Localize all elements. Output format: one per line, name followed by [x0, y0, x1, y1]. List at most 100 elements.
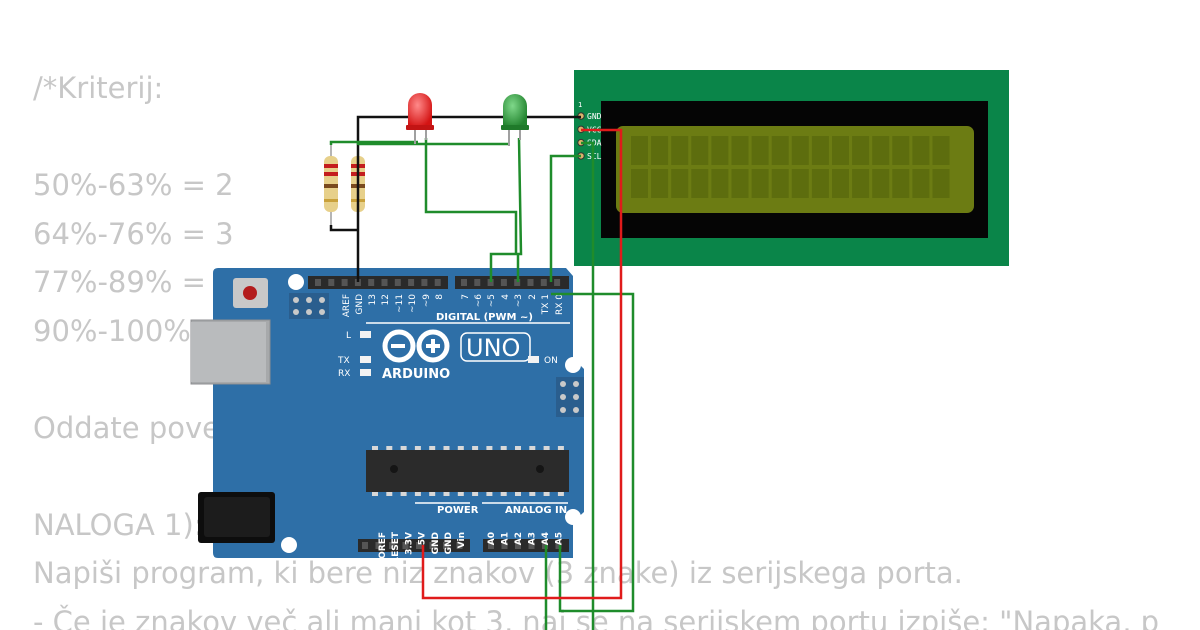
chip-pin [500, 446, 507, 450]
reset-button-icon [243, 286, 257, 300]
rx-led [360, 369, 371, 376]
chip-pin [543, 492, 550, 496]
on-led-label: ON [544, 356, 558, 366]
lcd-char-cell [892, 136, 910, 165]
chip-pin [400, 492, 407, 496]
lcd-char-cell [711, 136, 729, 165]
digital-header-label: DIGITAL (PWM ~) [436, 312, 533, 323]
digital-pin-header [308, 276, 569, 289]
header-pin [434, 279, 441, 286]
header-pin [394, 279, 401, 286]
lcd-char-cell [832, 136, 849, 165]
lcd-character-grid [631, 136, 950, 198]
digital-pin-label: TX 1 [541, 294, 551, 315]
chip-pin [472, 446, 479, 450]
chip-pin [386, 446, 393, 450]
green-led [501, 94, 529, 146]
chip-pin [414, 492, 421, 496]
chip-pin [372, 492, 378, 496]
lcd-char-cell [731, 169, 749, 198]
lcd-char-cell [932, 169, 950, 198]
wire-resistor2-led [356, 142, 509, 146]
l-led [360, 331, 371, 338]
header-pin [456, 542, 463, 549]
red-led [406, 93, 434, 144]
lcd-char-cell [671, 136, 689, 165]
analog-pin-label: A2 [514, 532, 524, 545]
header-pin [488, 542, 494, 549]
analog-pin-label: A1 [501, 532, 511, 545]
header-pin [375, 542, 382, 549]
power-pin-label: GND [431, 532, 441, 554]
header-pin [487, 279, 494, 286]
chip-pin [543, 446, 550, 450]
header-pin [408, 279, 415, 286]
lcd-char-cell [852, 136, 870, 165]
digital-pin-label: ~9 [422, 294, 432, 308]
chip-pin [486, 492, 493, 496]
infinity-logo-icon [382, 329, 450, 363]
lcd-char-cell [791, 136, 809, 165]
code-line: 64%-76% = 3 [33, 216, 234, 251]
digital-pin-label: 13 [368, 294, 378, 305]
lcd-char-cell [651, 169, 669, 198]
header-pin [368, 279, 375, 286]
lcd-char-cell [691, 136, 709, 165]
digital-header-strip [455, 276, 569, 289]
uno-label-frame [460, 332, 531, 362]
usb-port-face [191, 322, 266, 382]
lcd-char-cell [932, 136, 950, 165]
header-pin [540, 279, 547, 286]
digital-pin-label: ~5 [487, 294, 497, 307]
lcd-char-cell [872, 169, 890, 198]
lcd-char-cell [711, 169, 729, 198]
chip-pin [414, 446, 421, 450]
chip-pin [443, 492, 450, 496]
header-pin [443, 542, 449, 549]
lcd-char-cell [832, 169, 849, 198]
header-pin [381, 279, 388, 286]
power-pin-label: 5V [418, 532, 428, 545]
lcd-char-cell [671, 169, 689, 198]
lcd-char-cell [771, 169, 789, 198]
rx-led-label: RX [338, 369, 350, 379]
header-pin [402, 542, 409, 549]
digital-pin-label: AREF [342, 294, 352, 317]
chip-pin [557, 492, 564, 496]
header-pin [528, 542, 535, 549]
mounting-hole [565, 509, 581, 525]
digital-pin-label: 12 [381, 294, 391, 305]
power-jack-body [204, 497, 270, 537]
chip-pin [500, 492, 507, 496]
digital-pin-label: 8 [435, 294, 445, 300]
header-pin [341, 279, 348, 286]
wire-resistor1-led [329, 140, 418, 145]
l-led-label: L [346, 331, 351, 341]
chip-pin [429, 492, 436, 496]
lcd-char-cell [791, 169, 809, 198]
code-line: NALOGA 1): [33, 507, 204, 542]
lcd-pin-one-label: 1 [578, 101, 582, 109]
power-header-strip [358, 539, 470, 552]
lcd-char-cell [751, 136, 769, 165]
power-pin-label: RESET [391, 531, 401, 564]
lcd-char-cell [892, 169, 910, 198]
digital-pin-label: ~3 [514, 294, 524, 307]
wire-vcc-5v [421, 128, 623, 600]
lcd-char-cell [651, 136, 669, 165]
lcd-pin-label: SCL [587, 152, 602, 161]
header-pin [354, 279, 361, 286]
analog-pin-label: A4 [541, 532, 551, 545]
tx-led [360, 356, 371, 363]
digital-pin-label: GND [355, 294, 365, 315]
chip-pin [486, 446, 493, 450]
header-pin [500, 279, 507, 286]
digital-pin-label: ~10 [408, 294, 418, 313]
header-pin [315, 279, 321, 286]
arduino-brand-label: ARDUINO [382, 367, 450, 382]
